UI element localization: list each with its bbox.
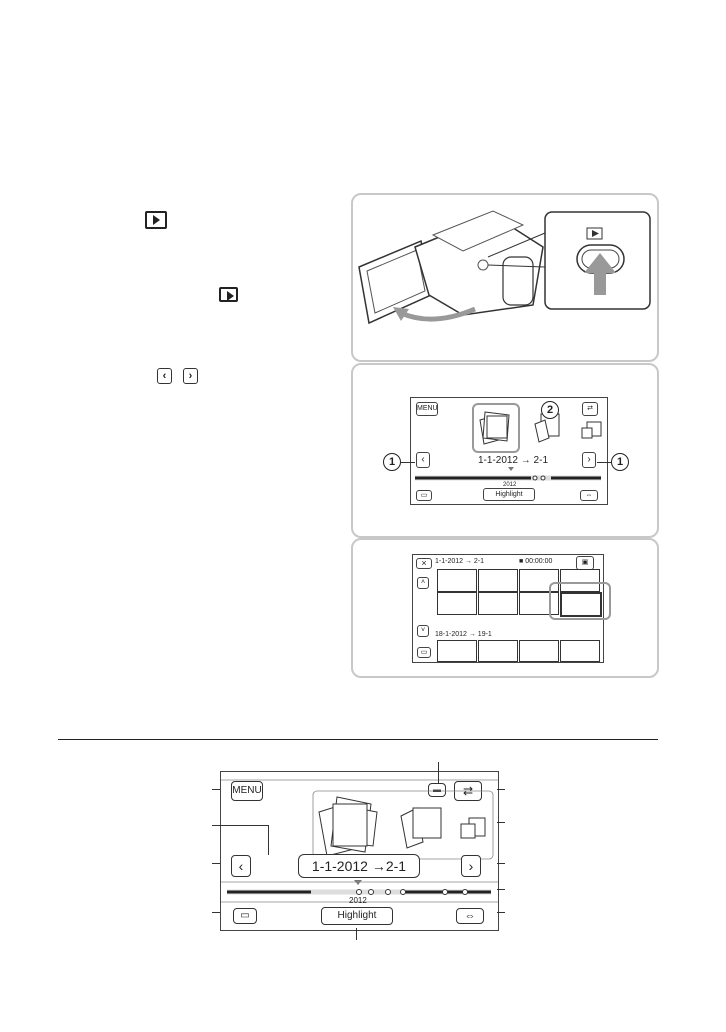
camcorder-illustration: [358, 210, 651, 325]
event-date-range: 1-1-2012 → 2-1: [477, 455, 549, 466]
index-view-screen: × 1-1-2012 → 2-1 ■ 00:00:00 ▣ ˄ ˅ ▭ 18-1…: [412, 554, 604, 663]
callout-line: [212, 912, 220, 913]
event-view-panel: MENU ⇄ ‹ › 1-1-2012 → 2-1 2012 ▭ Highlig…: [351, 363, 659, 538]
chevron-left-icon: ‹: [157, 368, 172, 384]
selection-highlight: [549, 582, 611, 620]
playback-mode-button[interactable]: ▭: [417, 647, 431, 658]
thumbnail[interactable]: [437, 592, 477, 615]
callout-2: 2: [541, 401, 559, 419]
thumbnail[interactable]: [519, 640, 559, 662]
callout-line: [497, 863, 505, 864]
event-date-range: 1-1-2012 →2-1: [298, 854, 420, 878]
prev-event-button[interactable]: ‹: [231, 855, 251, 877]
group1-date: 1-1-2012 → 2-1: [435, 558, 485, 565]
highlight-button[interactable]: Highlight: [321, 907, 393, 925]
callout-1-left: 1: [383, 453, 401, 471]
callout-line: [497, 822, 505, 823]
index-view-panel: × 1-1-2012 → 2-1 ■ 00:00:00 ▣ ˄ ˅ ▭ 18-1…: [351, 538, 659, 678]
section-divider: [58, 739, 658, 740]
group1-time: ■ 00:00:00: [519, 558, 553, 565]
image-type-button[interactable]: ▣: [576, 556, 594, 570]
group2-date: 18-1-2012 → 19-1: [435, 631, 492, 638]
thumbnail[interactable]: [560, 640, 600, 662]
callout-line: [212, 789, 220, 790]
thumbnail[interactable]: [560, 569, 600, 592]
next-event-button[interactable]: ›: [461, 855, 481, 877]
menu-button[interactable]: MENU: [231, 781, 263, 801]
scroll-up-button[interactable]: ˄: [417, 577, 429, 589]
thumbnail[interactable]: [478, 569, 518, 592]
callout-line: [356, 928, 357, 940]
callout-line: [497, 912, 505, 913]
callout-line: [497, 789, 505, 790]
play-icon: [219, 287, 238, 302]
image-type-button[interactable]: ▭: [416, 490, 432, 501]
image-type-button[interactable]: ▭: [233, 908, 257, 924]
prev-event-button[interactable]: ‹: [416, 452, 430, 468]
switch-image-type-button[interactable]: ⇄: [582, 402, 598, 416]
chevron-right-icon: ›: [183, 368, 198, 384]
camcorder-panel: [351, 193, 659, 362]
change-scale-button[interactable]: ⇔: [456, 908, 484, 924]
timeline-year: 2012: [503, 482, 517, 488]
event-view-screen: MENU ⇄ ‹ › 1-1-2012 → 2-1 2012 ▭ Highlig…: [410, 397, 608, 505]
callout-line: [438, 762, 439, 784]
callout-line: [268, 825, 269, 855]
timeline-year: 2012: [349, 896, 367, 905]
callout-1-right: 1: [611, 453, 629, 471]
image-type-indicator: ▬: [428, 783, 446, 797]
next-event-button[interactable]: ›: [582, 452, 596, 468]
highlight-button[interactable]: Highlight: [483, 488, 535, 501]
thumbnail[interactable]: [478, 640, 518, 662]
thumbnail-selected[interactable]: [560, 592, 602, 617]
group1-time-value: 00:00:00: [525, 558, 553, 565]
thumbnail[interactable]: [437, 640, 477, 662]
thumbnail[interactable]: [478, 592, 518, 615]
switch-image-type-button[interactable]: ⇄: [454, 781, 482, 801]
callout-line: [497, 889, 505, 890]
screen-diagram: MENU ⇄ ▬ ‹ › 1-1-2012 →2-1 2012 ▭ Highli…: [220, 771, 499, 931]
scroll-down-button[interactable]: ˅: [417, 625, 429, 637]
callout-line: [401, 462, 415, 463]
close-button[interactable]: ×: [416, 558, 432, 569]
callout-line: [212, 825, 268, 826]
callout-line: [212, 863, 220, 864]
callout-line: [597, 462, 611, 463]
menu-button[interactable]: MENU: [416, 402, 438, 416]
thumbnail[interactable]: [437, 569, 477, 592]
play-icon: [145, 211, 167, 229]
change-scale-button[interactable]: ⇔: [580, 490, 598, 501]
